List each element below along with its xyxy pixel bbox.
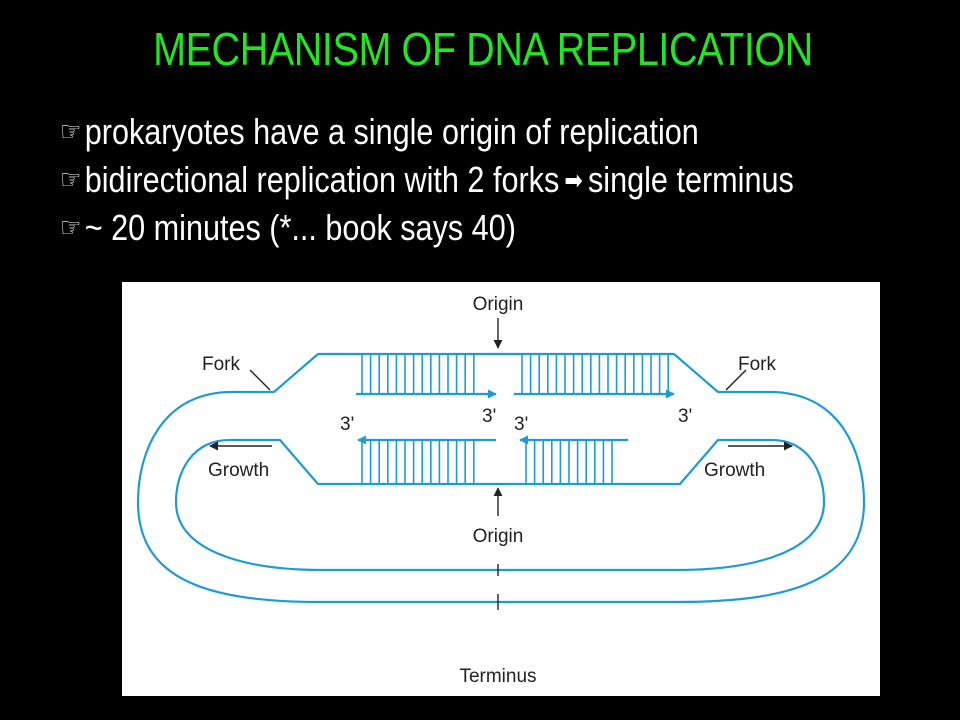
outer-parental-strand: [136, 352, 866, 604]
replication-diagram-svg: Origin Origin Fork Fork Growth Growth Te…: [136, 294, 866, 687]
pointing-hand-icon: ☞: [60, 116, 82, 147]
bullet-item-bidirectional: ☞bidirectional replication with 2 forks➡…: [60, 156, 794, 204]
bullet-item-duration: ☞~ 20 minutes (*... book says 40): [60, 204, 794, 252]
pointing-hand-icon: ☞: [60, 212, 82, 243]
label-origin-top: Origin: [473, 294, 524, 315]
fork-right-pointer: [725, 369, 747, 391]
bullet-text: bidirectional replication with 2 forks: [84, 159, 560, 200]
label-three-prime-2: 3': [482, 406, 496, 427]
fork-left-pointer: [249, 369, 271, 391]
bullet-text-after: single terminus: [587, 159, 794, 200]
label-three-prime-1: 3': [340, 414, 354, 435]
bullet-text: prokaryotes have a single origin of repl…: [84, 111, 699, 152]
slide-title: MECHANISM OF DNA REPLICATION: [153, 23, 813, 75]
label-growth-left: Growth: [208, 460, 269, 481]
label-fork-left: Fork: [202, 354, 241, 375]
pointing-hand-icon: ☞: [60, 164, 82, 195]
label-three-prime-4: 3': [678, 406, 692, 427]
replication-diagram: Origin Origin Fork Fork Growth Growth Te…: [122, 282, 880, 696]
label-fork-right: Fork: [738, 354, 777, 375]
base-pair-rungs: [361, 354, 670, 484]
bullet-item-single-origin: ☞prokaryotes have a single origin of rep…: [60, 108, 794, 156]
label-terminus: Terminus: [459, 666, 536, 687]
right-arrow-icon: ➡: [564, 165, 583, 195]
bullet-text: ~ 20 minutes (*... book says 40): [84, 207, 516, 248]
label-growth-right: Growth: [704, 460, 765, 481]
inner-parental-strand: [174, 438, 826, 572]
label-origin-bottom: Origin: [473, 526, 524, 547]
label-three-prime-3: 3': [514, 414, 528, 435]
bullet-list: ☞prokaryotes have a single origin of rep…: [60, 108, 923, 252]
